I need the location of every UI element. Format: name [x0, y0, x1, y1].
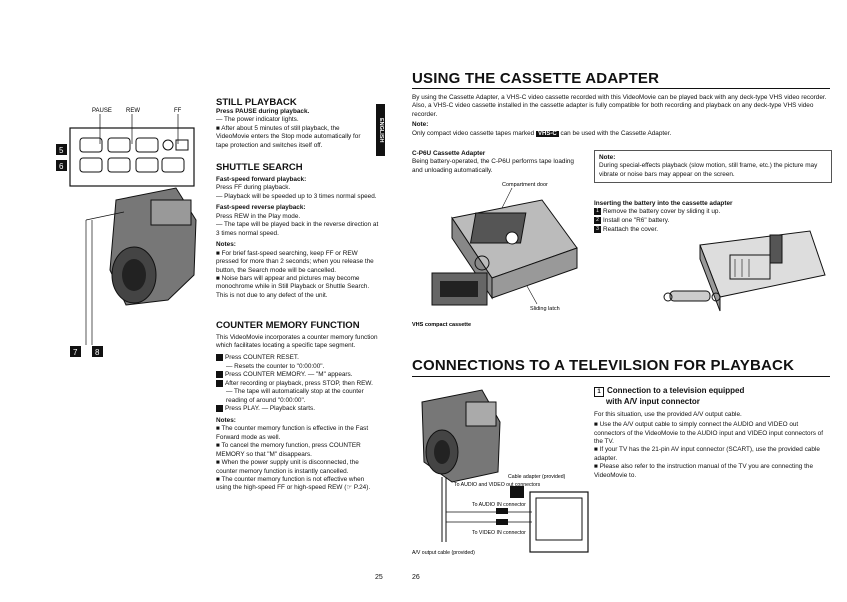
vhs-c-logo: VHS-C: [535, 130, 559, 137]
counter-notes-head: Notes:: [216, 416, 236, 424]
connections-title: CONNECTIONS TO A TELEVILSION FOR PLAYBAC…: [412, 357, 795, 374]
label-6: 6: [59, 162, 64, 171]
counter-memory-section: COUNTER MEMORY FUNCTION This VideoMovie …: [216, 320, 381, 493]
cassette-note-head: Note:: [412, 121, 429, 129]
tv-connection-illustration: To AUDIO and VIDEO out connectors Cable …: [412, 389, 589, 556]
still-playback-section: STILL PLAYBACK Press PAUSE during playba…: [216, 97, 374, 150]
sliding-latch-label: Sliding latch: [530, 306, 560, 312]
counter-step-1b: — Resets the counter to "0:00:00".: [226, 362, 325, 370]
label-7: 7: [73, 348, 78, 357]
cassette-adapter-title: USING THE CASSETTE ADAPTER: [412, 70, 660, 87]
connections-figure: To AUDIO and VIDEO out connectors Cable …: [412, 382, 592, 567]
connection-sub-num: 1: [594, 387, 604, 397]
counter-step-2: Press COUNTER MEMORY. — "M" appears.: [225, 371, 353, 379]
compartment-door-label: Compartment door: [502, 182, 548, 188]
rev-playback-1: Press REW in the Play mode.: [216, 212, 301, 220]
label-5: 5: [59, 146, 64, 155]
cassette-note-text-b: can be used with the Cassette Adapter.: [560, 129, 672, 137]
still-playback-line3: ■ After about 5 minutes of still playbac…: [216, 124, 361, 149]
counter-step-3b: — The tape will automatically stop at th…: [226, 388, 364, 404]
label-rew: REW: [126, 108, 140, 114]
still-playback-line1: Press PAUSE during playback.: [216, 108, 310, 115]
still-playback-title: STILL PLAYBACK: [216, 97, 297, 108]
left-figure: PAUSE REW FF 5 6 7 8: [56, 100, 206, 360]
cassette-intro-text: By using the Cassette Adapter, a VHS-C v…: [412, 94, 827, 118]
fwd-playback-1: Press FF during playback.: [216, 184, 291, 192]
label-ff: FF: [174, 108, 182, 114]
battery-step-2: Install one "R6" battery.: [603, 217, 670, 225]
counter-step-3: After recording or playback, press STOP,…: [225, 379, 373, 387]
fwd-playback-2: — Playback will be speeded up to 3 times…: [216, 192, 377, 200]
connection-intro: For this situation, use the provided A/V…: [594, 410, 742, 418]
counter-memory-title: COUNTER MEMORY FUNCTION: [216, 320, 360, 331]
cassette-note-box: Note: During special-effects playback (s…: [594, 150, 832, 184]
label-8: 8: [95, 348, 100, 357]
counter-note-4: ■ The counter memory function is not eff…: [216, 476, 371, 492]
title-rule-bottom: [412, 376, 830, 377]
battery-num-3: 3: [594, 225, 601, 233]
step-2-marker: [216, 371, 223, 378]
c-p6u-section: C-P6U Cassette Adapter Being battery-ope…: [412, 150, 582, 175]
note-box-text: During special-effects playback (slow mo…: [599, 162, 818, 178]
counter-note-3: ■ When the power supply unit is disconne…: [216, 459, 359, 475]
counter-step-1: Press COUNTER RESET.: [225, 354, 299, 362]
connection-sub-title-1: Connection to a television equipped: [607, 386, 745, 395]
shuttle-note-1: ■ For brief fast-speed searching, keep F…: [216, 249, 374, 274]
c-p6u-text: Being battery-operated, the C-P6U perfor…: [412, 158, 574, 174]
shuttle-search-title: SHUTTLE SEARCH: [216, 162, 303, 173]
rev-playback-2: — The tape will be played back in the re…: [216, 221, 379, 237]
shuttle-notes-head: Notes:: [216, 241, 236, 249]
battery-head: Inserting the battery into the cassette …: [594, 200, 733, 207]
battery-step-3: Reattach the cover.: [603, 225, 659, 233]
cassette-adapter-figure: Compartment door Sliding latch VHS compa…: [412, 178, 582, 328]
language-tab: ENGLISH: [376, 104, 385, 156]
page-number-right: 26: [412, 574, 420, 581]
video-in-label: To VIDEO IN connector: [472, 530, 526, 536]
battery-num-2: 2: [594, 217, 601, 225]
shuttle-note-2: ■ Noise bars will appear and pictures ma…: [216, 274, 370, 299]
cassette-note-text-a: Only compact video cassette tapes marked: [412, 129, 535, 137]
camcorder-controls-illustration: PAUSE REW FF 5 6 7 8: [56, 108, 197, 357]
cassette-adapter-illustration: Compartment door Sliding latch VHS compa…: [412, 182, 578, 328]
av-out-label: To AUDIO and VIDEO out connectors: [454, 482, 541, 488]
battery-figure: [660, 225, 830, 325]
cassette-adapter-intro: By using the Cassette Adapter, a VHS-C v…: [412, 94, 830, 139]
fwd-playback-head: Fast-speed forward playback:: [216, 176, 307, 183]
label-pause: PAUSE: [92, 108, 112, 114]
note-box-head: Note:: [599, 154, 616, 161]
step-3-marker: [216, 379, 223, 387]
step-4-marker: [216, 405, 223, 413]
counter-step-4: Press PLAY. — Playback starts.: [225, 405, 315, 413]
counter-note-1: ■ The counter memory function is effecti…: [216, 425, 369, 441]
connection-bullet-3: ■ Please also refer to the instruction m…: [594, 463, 814, 479]
battery-section: Inserting the battery into the cassette …: [594, 200, 824, 234]
connection-bullet-2: ■ If your TV has the 21-pin AV input con…: [594, 446, 820, 462]
battery-num-1: 1: [594, 208, 601, 216]
battery-insertion-illustration: [663, 230, 826, 312]
av-cable-label: A/V output cable (provided): [412, 550, 475, 556]
vhs-compact-cassette-label: VHS compact cassette: [412, 322, 471, 328]
cable-adapter-label: Cable adapter (provided): [508, 474, 566, 480]
step-1-marker: [216, 353, 223, 361]
rev-playback-head: Fast-speed reverse playback:: [216, 204, 306, 212]
battery-step-1: Remove the battery cover by sliding it u…: [603, 208, 721, 216]
connection-sub-title-2: with A/V input connector: [606, 397, 700, 406]
connection-bullet-1: ■ Use the A/V output cable to simply con…: [594, 421, 824, 445]
audio-in-label: To AUDIO IN connector: [472, 502, 526, 508]
counter-note-2: ■ To cancel the memory function, press C…: [216, 442, 361, 458]
title-rule-top: [412, 88, 830, 89]
page-number-left: 25: [375, 574, 383, 581]
still-playback-line2: — The power indicator lights.: [216, 116, 299, 124]
c-p6u-head: C-P6U Cassette Adapter: [412, 150, 486, 157]
shuttle-search-section: SHUTTLE SEARCH Fast-speed forward playba…: [216, 162, 381, 300]
counter-memory-intro: This VideoMovie incorporates a counter m…: [216, 334, 378, 350]
